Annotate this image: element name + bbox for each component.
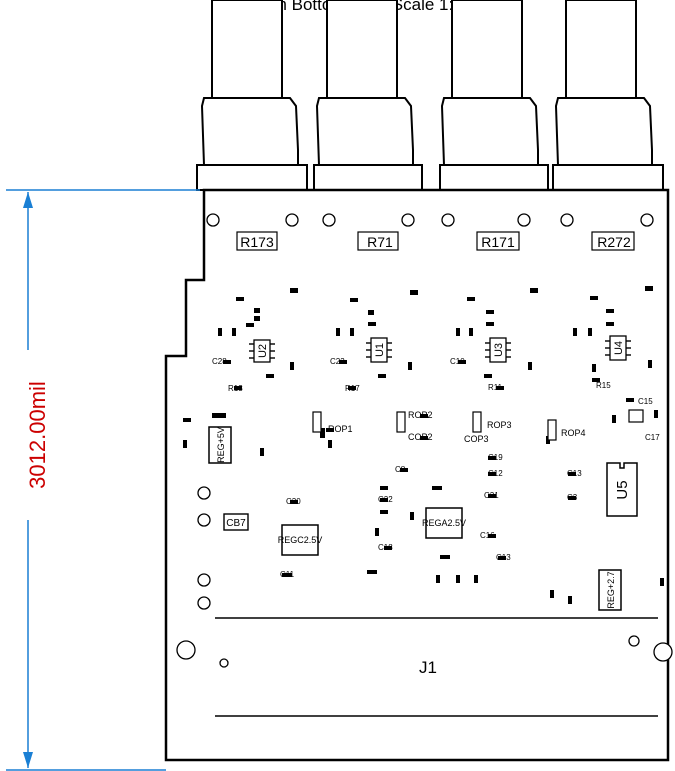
ic-pins [249,340,631,359]
label-c16: C16 [480,531,495,540]
cb7-box [223,513,249,531]
connector-labels: R173 R71 R171 R272 [236,231,635,251]
label-c13: C13 [567,469,582,478]
label-rop3: ROP3 [487,420,512,430]
connector-housings [196,0,664,191]
component-labels: ROP1 ROP2 COP2 ROP3 COP3 ROP4 C28 C23 C1… [212,357,660,579]
label-reg27: REG+2.7 [606,571,616,608]
label-c18: C18 [378,543,393,552]
label-r11: R11 [488,383,503,392]
mounting-holes [176,213,673,668]
label-c19: C19 [488,453,503,462]
label-r15: R15 [596,381,611,390]
label-c10: C10 [450,357,465,366]
label-u5: U5 [614,480,631,499]
label-r13: R13 [228,384,243,393]
dimension-label: 3012.00mil [25,381,50,489]
label-u3: U3 [493,343,505,357]
opamp-footprints [312,409,644,441]
dimension-line [6,189,200,771]
label-rop1: ROP1 [328,424,353,434]
label-r71: R71 [367,234,393,250]
label-c15: C15 [638,397,653,406]
label-c20: C20 [286,497,301,506]
label-c3: C3 [567,493,578,502]
label-rop4: ROP4 [561,428,586,438]
label-u4: U4 [613,341,625,355]
label-r171: R171 [481,234,515,250]
label-u2: U2 [257,344,269,358]
label-c23: C23 [330,357,345,366]
label-c11: C11 [280,570,295,579]
label-c12: C12 [488,469,503,478]
label-c28: C28 [212,357,227,366]
label-regc25v: REGC2.5V [278,535,323,545]
label-c13b: C13 [496,553,511,562]
u5-box [606,462,638,517]
label-r17: R17 [345,384,360,393]
label-c21: C21 [484,491,499,500]
smd-pads [183,286,664,604]
label-rega25v: REGA2.5V [422,518,466,528]
label-reg5v: REG+5V [216,427,226,463]
label-cb7: CB7 [226,518,246,529]
label-c17: C17 [645,433,660,442]
board-outline [164,188,670,762]
label-rop2: ROP2 [408,410,433,420]
label-cop3: COP3 [464,434,489,444]
ic-packages [253,335,627,363]
label-r272: R272 [597,234,631,250]
label-c22: C22 [378,495,393,504]
label-cop2: COP2 [408,432,433,442]
label-j1: J1 [419,658,437,677]
label-c8: C8 [395,465,406,474]
label-u1: U1 [374,343,386,357]
regulator-boxes [208,426,622,611]
label-r173: R173 [240,234,274,250]
